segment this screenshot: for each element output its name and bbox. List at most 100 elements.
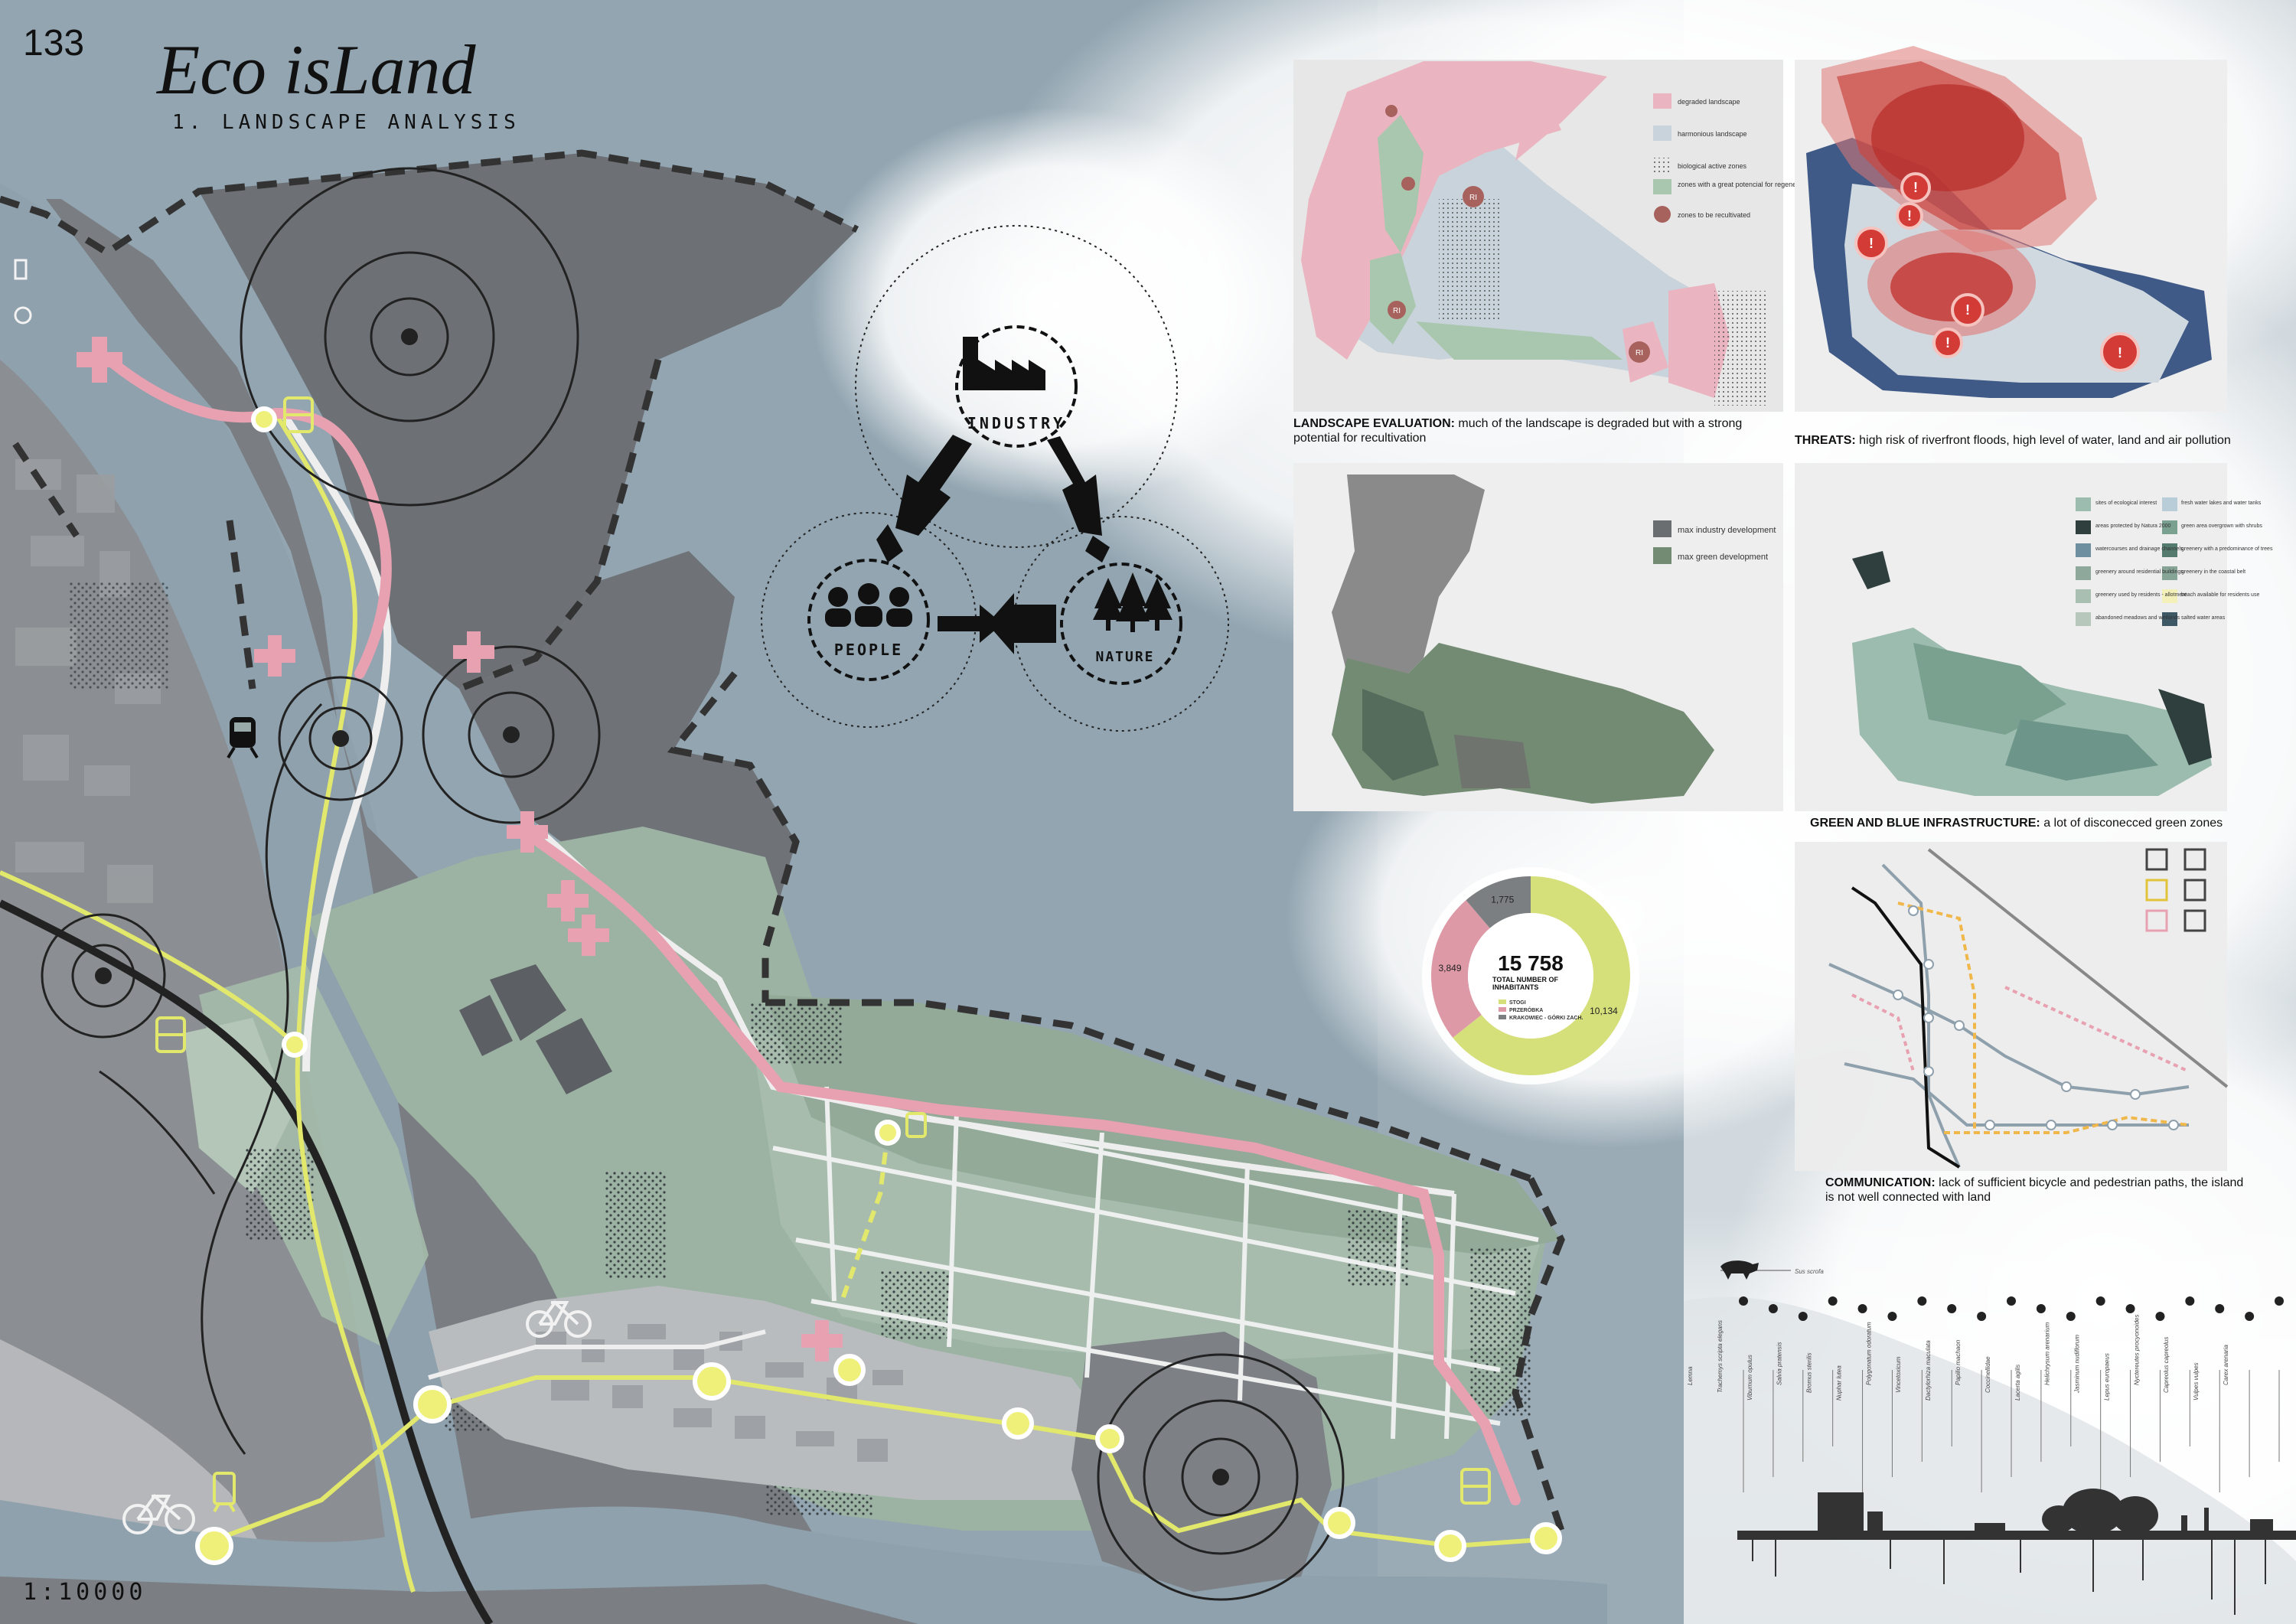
species-name: Coccinellidae xyxy=(1985,1356,1991,1393)
species-header: Sus scrofa xyxy=(1795,1268,1824,1275)
panel-threats: ! ! ! ! ! ! xyxy=(1795,46,2227,412)
bicycle-icon xyxy=(122,1300,592,1534)
legend-item: watercourses and drainage channels xyxy=(2095,546,2183,552)
hotspot-marker xyxy=(332,730,349,747)
legend-industry-dev: max industry development xyxy=(1678,526,1776,535)
species-name: Salvia pratensis xyxy=(1776,1342,1783,1385)
species-name: Trachemys scripta elegans xyxy=(1717,1320,1724,1393)
panel-communication xyxy=(1795,842,2229,1171)
species-icon xyxy=(2155,1312,2165,1321)
species-icon xyxy=(1739,1296,1748,1306)
warning-mark: ! xyxy=(1913,180,1918,195)
warning-mark: ! xyxy=(1907,208,1912,223)
node-industry: INDUSTRY xyxy=(967,414,1065,432)
hotspot-marker xyxy=(95,967,112,984)
caption-landscape: LANDSCAPE EVALUATION: much of the landsc… xyxy=(1293,416,1768,445)
species-icon xyxy=(2066,1312,2076,1321)
legend-biological: biological active zones xyxy=(1678,162,1747,170)
species-name: Vulpes vulpes xyxy=(2193,1362,2200,1401)
caption-text: a lot of disconecced green zones xyxy=(2043,817,2223,830)
donut-value-label: 3,849 xyxy=(1438,963,1461,973)
trees-icon xyxy=(1093,572,1172,632)
legend-item: salted water areas xyxy=(2181,615,2226,621)
hotspot-marker xyxy=(401,328,418,345)
hotspot-marker xyxy=(1212,1469,1229,1485)
species-name: Nuphar lutea xyxy=(1835,1365,1842,1401)
caption-text: lack of sufficient bicycle and pedestria… xyxy=(1825,1176,2244,1204)
donut-slice xyxy=(1453,876,1631,1076)
species-icon xyxy=(1828,1296,1838,1306)
caption-head: LANDSCAPE EVALUATION: xyxy=(1293,417,1455,430)
species-icon xyxy=(1887,1312,1897,1321)
legend-item: beach available for residents use xyxy=(2181,592,2259,598)
pedestrian-route xyxy=(94,347,1521,1505)
node-people: PEOPLE xyxy=(834,641,903,659)
donut-value-label: 1,775 xyxy=(1491,895,1514,905)
species-name: Polygonatum odoratum xyxy=(1865,1322,1872,1385)
industrial-zone-north xyxy=(199,153,857,689)
industrial-buildings xyxy=(459,964,612,1094)
panel-green-blue: sites of ecological interest areas prote… xyxy=(1795,463,2273,811)
tram-icon xyxy=(213,1472,236,1513)
caption-head: THREATS: xyxy=(1795,434,1856,447)
species-name: Nyctereutes procyonoides xyxy=(2133,1315,2140,1386)
caption-text: much of the landscape is degraded but wi… xyxy=(1293,417,1743,445)
species-name: Jasminum nudiflorum xyxy=(2074,1335,2081,1394)
bus-icon xyxy=(155,396,1491,1505)
legend-green-dev: max green development xyxy=(1678,553,1768,562)
legend-item: green area overgrown with shrubs xyxy=(2181,523,2262,529)
caption-communication: COMMUNICATION: lack of sufficient bicycl… xyxy=(1825,1176,2254,1205)
page-title: Eco isLand xyxy=(155,31,477,109)
species-name: Bromus sterilis xyxy=(1806,1353,1813,1393)
donut-slice xyxy=(1431,900,1490,1038)
caption-head: GREEN AND BLUE INFRASTRUCTURE: xyxy=(1810,817,2040,830)
panel-landscape-evaluation: RI RI RI degraded landscape harmonious l… xyxy=(1293,60,1814,412)
caption-head: COMMUNICATION: xyxy=(1825,1176,1936,1189)
cross-icon xyxy=(77,337,843,1361)
green-blue-legend: sites of ecological interest areas prote… xyxy=(2076,497,2273,626)
warning-mark: ! xyxy=(1869,236,1874,251)
flood-hazard-zones xyxy=(1821,46,2097,337)
species-icon xyxy=(2007,1296,2016,1306)
donut-legend-stogi: STOGI xyxy=(1509,1000,1526,1006)
species-icon xyxy=(2125,1304,2135,1313)
species-name: Lacerta agilis xyxy=(2014,1365,2021,1401)
species-name: Vincetoxicum xyxy=(1895,1356,1902,1393)
recultivation-label: RI xyxy=(1393,307,1401,315)
legend-item: greenery used by residents - allotment xyxy=(2095,592,2187,598)
station-icon xyxy=(14,259,32,324)
species-icon xyxy=(1947,1304,1957,1313)
arrow-icon xyxy=(876,435,1110,654)
species-name: Viburnum opulus xyxy=(1746,1355,1753,1401)
species-name: Lemna xyxy=(1687,1366,1694,1385)
species-name: Dactylorhiza maculata xyxy=(1925,1340,1932,1401)
species-icon xyxy=(2215,1304,2225,1313)
species-icon xyxy=(2185,1296,2195,1306)
donut-slice xyxy=(1466,876,1531,928)
section-roots xyxy=(1752,1540,2266,1615)
legend-item: abandoned meadows and wetlands xyxy=(2095,615,2180,621)
map-scale: 1:10000 xyxy=(23,1579,146,1606)
donut-legend-przerobka: PRZERÓBKA xyxy=(1509,1006,1543,1013)
panel-development: max industry development max green devel… xyxy=(1293,463,1783,811)
donut-value-label: 10,134 xyxy=(1590,1006,1618,1016)
legend-item: greenery in the coastal belt xyxy=(2181,569,2245,575)
legend-item: greenery around residential buildings xyxy=(2095,569,2183,575)
legend-item: fresh water lakes and water tanks xyxy=(2181,501,2262,506)
caption-threats: THREATS: high risk of riverfront floods,… xyxy=(1795,433,2254,448)
species-icon xyxy=(1977,1312,1987,1321)
warning-icon xyxy=(1854,172,2140,372)
species-name: Papilio machaon xyxy=(1955,1339,1962,1385)
section-skyline xyxy=(1737,1489,2296,1540)
legend-degraded: degraded landscape xyxy=(1678,98,1740,106)
triangle-diagram: INDUSTRY PEOPLE NATURE xyxy=(761,225,1229,732)
species-section: Sus scrofa Lemna Trachemys scripta elegan… xyxy=(1684,1209,2296,1624)
legend-item: greenery with a predominance of trees xyxy=(2181,546,2273,552)
species-icon xyxy=(1768,1304,1778,1313)
species-name: Lepus europaeus xyxy=(2103,1353,2110,1401)
species-icon xyxy=(2245,1312,2255,1321)
recultivation-label: RI xyxy=(1469,194,1477,202)
recultivation-label: RI xyxy=(1636,349,1643,357)
caption-green-blue: GREEN AND BLUE INFRASTRUCTURE: a lot of … xyxy=(1810,816,2239,830)
